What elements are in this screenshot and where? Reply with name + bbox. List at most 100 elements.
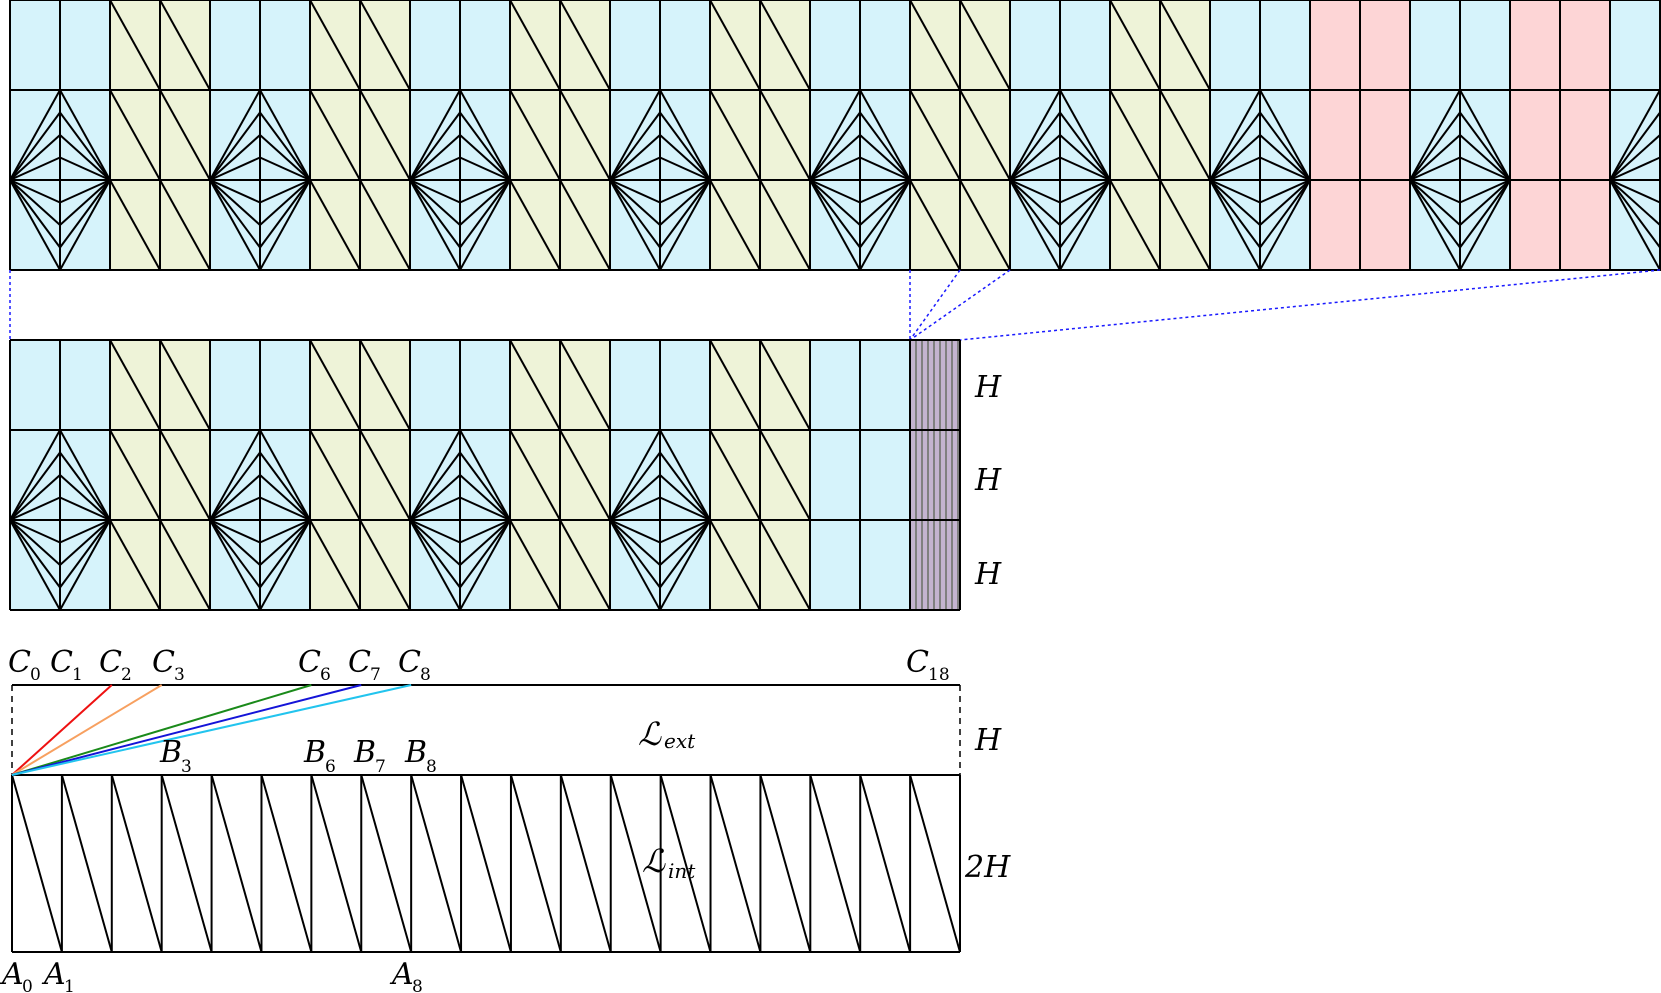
- mid-fan-line: [659, 519, 711, 589]
- top-fan-line: [859, 89, 911, 181]
- top-diagonal: [109, 0, 161, 91]
- top-diagonal: [709, 89, 761, 181]
- mid-diagonal: [109, 429, 161, 521]
- mid-fan-line: [259, 519, 311, 611]
- top-fan-line: [1609, 89, 1661, 181]
- int-diagonal-line: [659, 774, 712, 953]
- mid-fan-line: [609, 451, 661, 521]
- top-fan-line: [9, 179, 61, 271]
- top-fan-line: [1209, 179, 1261, 204]
- top-diagonal: [509, 89, 561, 181]
- top-fan-line: [1409, 89, 1461, 181]
- int-diagonal-line: [360, 774, 413, 953]
- top-fan-line: [409, 179, 461, 204]
- mid-fan-line: [9, 451, 61, 521]
- top-fan-line: [59, 179, 111, 271]
- top-fan-line: [459, 89, 511, 181]
- mid-diagonal: [559, 429, 611, 521]
- svg-text:0: 0: [30, 665, 41, 685]
- top-fan-line: [59, 179, 111, 249]
- top-fan-line: [659, 179, 711, 204]
- top-fan-line: [1459, 179, 1511, 271]
- top-fan-line: [809, 111, 861, 181]
- mid-fan-line: [609, 429, 661, 521]
- top-fan-line: [1609, 179, 1661, 271]
- mid-fan-line: [459, 519, 511, 544]
- top-fan-line: [409, 179, 461, 226]
- mid-diagonal: [709, 339, 761, 431]
- mid-fan-line: [259, 519, 311, 544]
- b-label-8: B8: [404, 735, 437, 777]
- int-diagonal-line: [559, 774, 612, 953]
- svg-text:6: 6: [325, 757, 336, 777]
- top-fan-line: [459, 156, 511, 181]
- mid-fan-line: [59, 474, 111, 521]
- top-fan-line: [1409, 179, 1461, 249]
- top-fan-line: [1059, 89, 1111, 181]
- top-fan-line: [609, 89, 661, 181]
- svg-text:6: 6: [320, 665, 331, 685]
- mid-diagonal: [309, 429, 361, 521]
- top-fan-line: [209, 179, 261, 271]
- mid-fan-line: [609, 519, 661, 544]
- top-diagonal: [559, 179, 611, 271]
- top-fan-line: [1259, 179, 1311, 226]
- mid-diagonal: [109, 519, 161, 611]
- mid-fan-line: [459, 519, 511, 611]
- top-diagonal: [109, 89, 161, 181]
- int-diagonal-line: [709, 774, 762, 953]
- top-fan-line: [209, 111, 261, 181]
- top-fan-line: [1459, 111, 1511, 181]
- mid-fan-line: [209, 519, 261, 544]
- mid-fan-line: [609, 474, 661, 521]
- top-fan-line: [209, 156, 261, 181]
- int-diagonal-line: [210, 774, 263, 953]
- top-diagonal: [909, 0, 961, 91]
- top-fan-line: [1459, 89, 1511, 181]
- mid-fan-line: [459, 474, 511, 521]
- top-fan-line: [259, 156, 311, 181]
- svg-text:C: C: [348, 645, 371, 680]
- int-height-label: 2H: [964, 850, 1011, 885]
- svg-text:C: C: [906, 645, 929, 680]
- top-diagonal: [759, 179, 811, 271]
- top-fan-line: [1209, 156, 1261, 181]
- mid-fan-line: [659, 519, 711, 611]
- top-fan-line: [609, 179, 661, 226]
- top-fan-line: [1259, 89, 1311, 181]
- top-fan-line: [859, 179, 911, 204]
- top-fan-line: [609, 179, 661, 249]
- svg-text:3: 3: [174, 665, 185, 685]
- top-diagonal: [109, 179, 161, 271]
- mid-fan-line: [409, 519, 461, 566]
- top-fan-line: [59, 89, 111, 181]
- top-fan-line: [1009, 89, 1061, 181]
- mid-fan-line: [459, 429, 511, 521]
- top-fan-line: [1009, 111, 1061, 181]
- svg-text:B: B: [159, 735, 182, 770]
- mid-fan-line: [259, 429, 311, 521]
- top-diagonal: [1109, 0, 1161, 91]
- top-diagonal: [709, 0, 761, 91]
- top-fan-line: [609, 179, 661, 271]
- top-fan-line: [9, 89, 61, 181]
- a-label-1: A1: [41, 957, 75, 993]
- svg-text:A: A: [389, 957, 414, 992]
- mid-diagonal: [559, 339, 611, 431]
- ext-fan-line: [11, 684, 163, 776]
- top-fan-line: [459, 179, 511, 249]
- top-fan-line: [1459, 179, 1511, 249]
- top-diagonal: [1159, 89, 1211, 181]
- top-fan-line: [1459, 134, 1511, 181]
- top-diagonal: [159, 89, 211, 181]
- ext-fan-line: [11, 684, 113, 776]
- top-fan-line: [1209, 89, 1261, 181]
- mid-fan-line: [609, 519, 661, 589]
- top-diagonal: [509, 179, 561, 271]
- top-fan-line: [9, 179, 61, 204]
- top-fan-line: [1259, 111, 1311, 181]
- mid-fan-line: [9, 519, 61, 611]
